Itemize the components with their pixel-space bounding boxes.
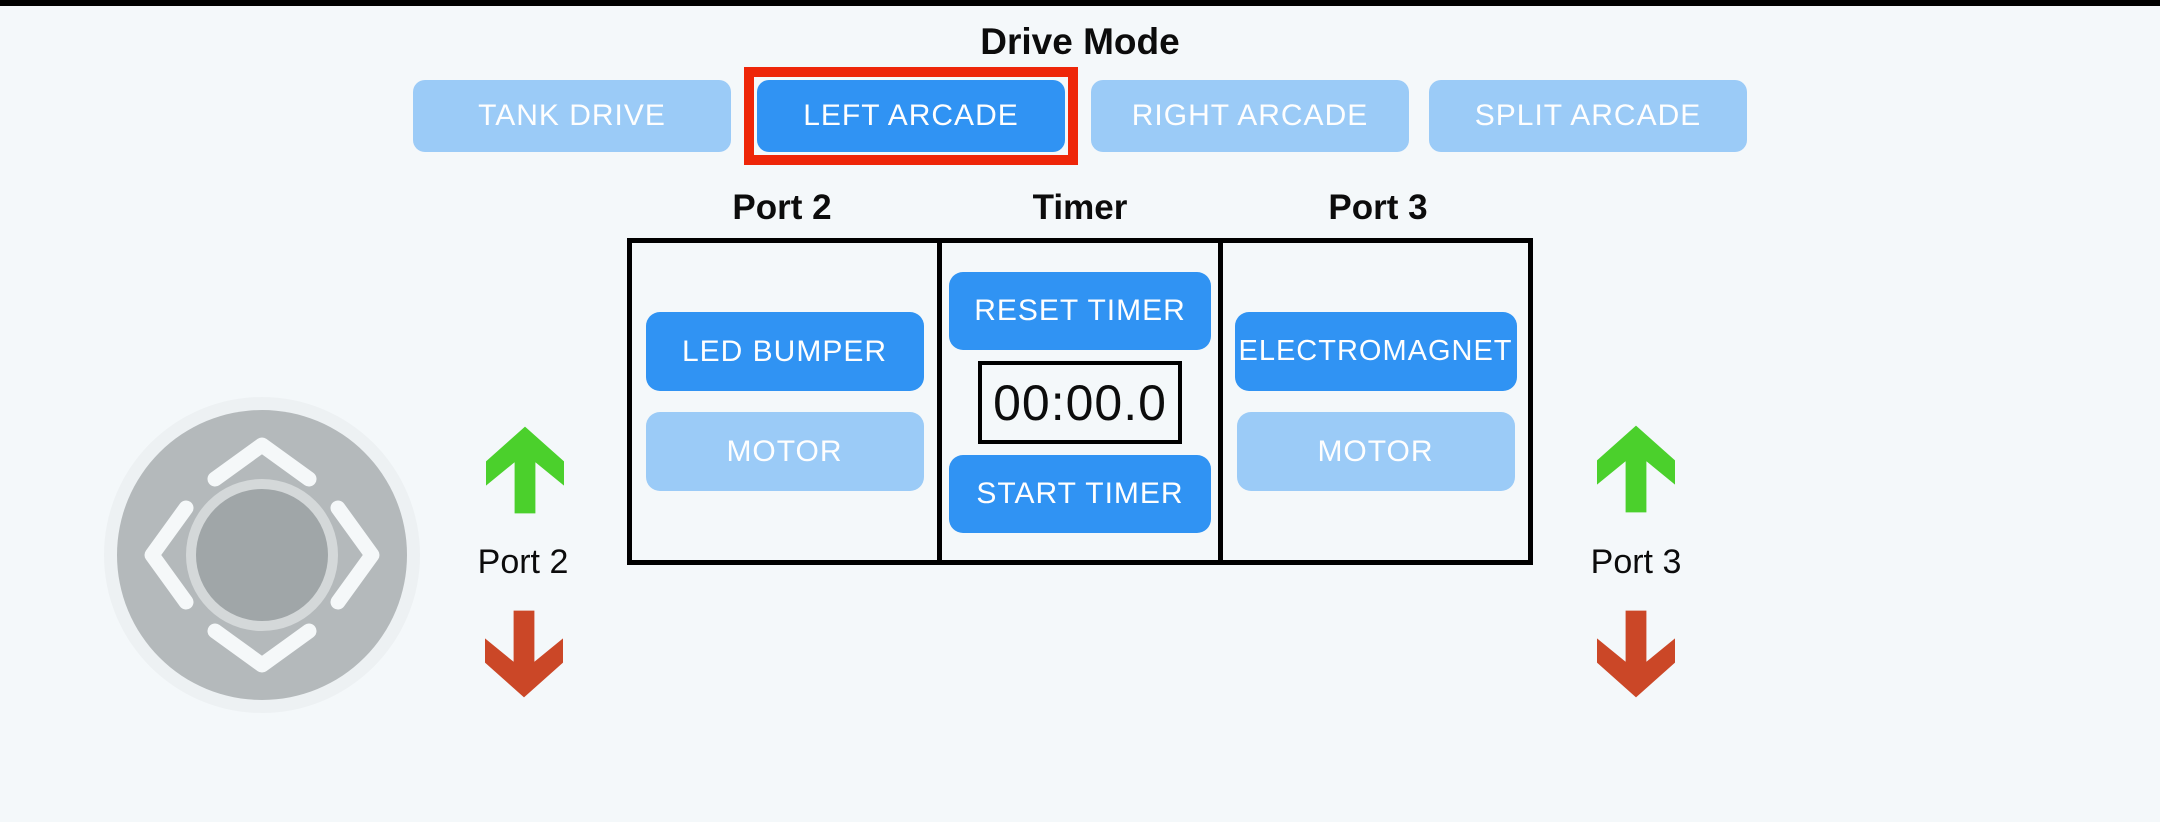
left-arcade-button[interactable]: LEFT ARCADE — [757, 80, 1065, 152]
port2-arrow-label: Port 2 — [477, 543, 569, 581]
top-bar — [0, 0, 2160, 6]
start-timer-button[interactable]: START TIMER — [949, 455, 1211, 533]
port2-column-header: Port 2 — [732, 188, 832, 227]
reset-timer-button[interactable]: RESET TIMER — [949, 272, 1211, 350]
split-arcade-button[interactable]: SPLIT ARCADE — [1429, 80, 1747, 152]
port2-panel: LED BUMPER MOTOR — [632, 243, 937, 560]
tank-drive-button[interactable]: TANK DRIVE — [413, 80, 731, 152]
timer-display: 00:00.0 — [978, 361, 1182, 444]
port3-motor-button[interactable]: MOTOR — [1236, 412, 1515, 491]
port3-column-header: Port 3 — [1328, 188, 1428, 227]
chevron-down-icon — [207, 623, 317, 673]
timer-panel: RESET TIMER 00:00.0 START TIMER — [937, 243, 1218, 560]
chevron-right-icon — [330, 500, 380, 610]
right-arcade-button[interactable]: RIGHT ARCADE — [1091, 80, 1409, 152]
joystick-pad-icon[interactable] — [102, 395, 422, 715]
port3-arrow-label: Port 3 — [1590, 543, 1682, 581]
port2-down-arrow-icon[interactable] — [485, 610, 563, 698]
chevron-left-icon — [144, 500, 194, 610]
led-bumper-button[interactable]: LED BUMPER — [645, 312, 924, 391]
joystick-knob[interactable] — [196, 489, 328, 621]
port2-up-arrow-icon[interactable] — [486, 426, 564, 514]
port3-panel: ELECTROMAGNET MOTOR — [1218, 243, 1528, 560]
port2-motor-button[interactable]: MOTOR — [645, 412, 924, 491]
timer-column-header: Timer — [1032, 188, 1128, 227]
selected-mode-highlight: LEFT ARCADE — [744, 67, 1078, 165]
port3-up-arrow-icon[interactable] — [1597, 425, 1675, 513]
page-title: Drive Mode — [980, 21, 1180, 62]
port3-down-arrow-icon[interactable] — [1597, 610, 1675, 698]
control-panel: LED BUMPER MOTOR RESET TIMER 00:00.0 STA… — [627, 238, 1533, 565]
chevron-up-icon — [207, 437, 317, 487]
electromagnet-button[interactable]: ELECTROMAGNET — [1234, 312, 1517, 391]
drive-mode-row: TANK DRIVE LEFT ARCADE RIGHT ARCADE SPLI… — [0, 67, 2160, 165]
